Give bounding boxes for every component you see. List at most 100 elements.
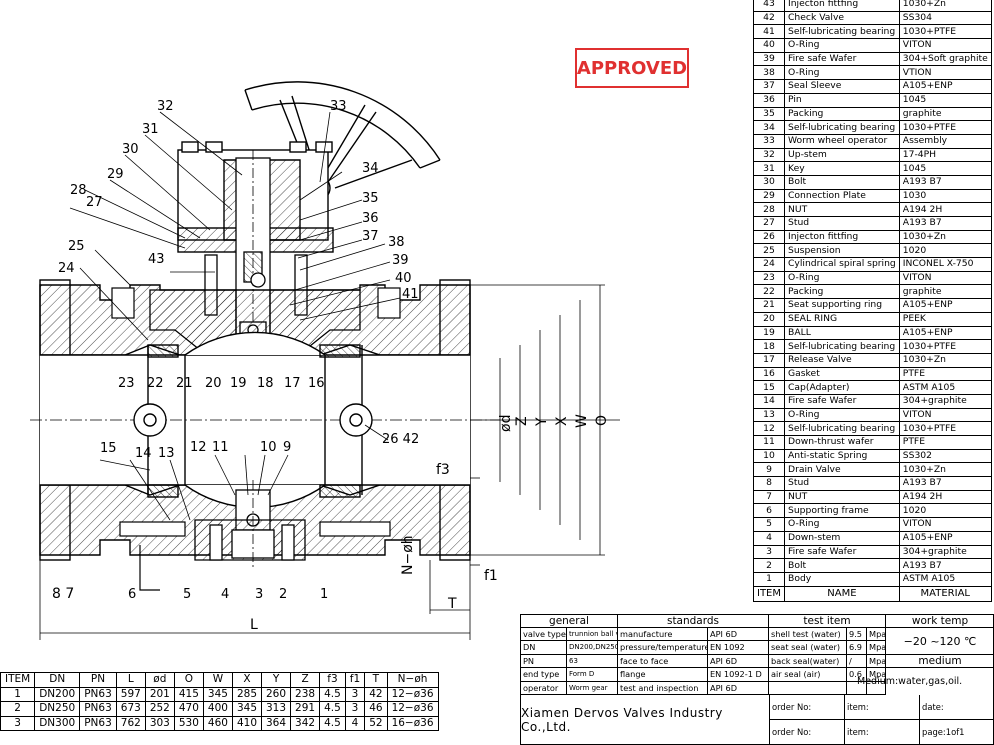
title-block: general standards test item work temp va…: [520, 614, 994, 745]
dim-cell: 597: [115, 686, 146, 702]
callout-33: 33: [330, 99, 347, 114]
parts-item-material: 1020: [898, 243, 992, 259]
parts-item-material: VTION: [898, 65, 992, 81]
dim-header-cell: ød: [144, 672, 175, 688]
down-stem: [194, 480, 306, 570]
parts-item-material: A193 B7: [898, 216, 992, 231]
dim-cell: 530: [173, 715, 204, 731]
parts-item-name: Injecton fittfing: [784, 0, 900, 12]
dim-cell: 1: [0, 686, 36, 702]
tb-field-v1: Form D: [567, 668, 618, 682]
parts-item-no: 21: [752, 298, 786, 313]
dim-cell: 42: [364, 686, 388, 702]
dim-Y: Y: [534, 417, 550, 427]
parts-header-name: NAME: [784, 585, 900, 602]
tb-field-v2: API 6D: [708, 654, 769, 669]
dim-cell: 260: [260, 686, 292, 702]
callout-11: 11: [212, 440, 229, 455]
parts-item-no: 23: [752, 270, 786, 286]
dim-cell: 410: [231, 715, 263, 731]
dim-cell: PN63: [79, 686, 117, 702]
callout-43: 43: [148, 252, 165, 267]
dim-cell: 4.5: [319, 715, 346, 731]
parts-item-material: PEEK: [898, 311, 992, 327]
dim-cell: 345: [202, 686, 233, 702]
parts-item-no: 25: [752, 243, 786, 259]
dim-cell: 673: [115, 701, 146, 717]
parts-item-name: Pin: [784, 92, 900, 108]
dim-header-cell: ITEM: [0, 672, 36, 688]
parts-item-material: SS302: [898, 448, 992, 464]
parts-item-material: 1030+PTFE: [898, 120, 992, 135]
parts-item-no: 34: [752, 120, 786, 135]
parts-item-no: 26: [752, 229, 786, 245]
callout-32: 32: [157, 99, 174, 114]
parts-item-material: 1030+Zn: [898, 352, 992, 368]
parts-item-material: A193 B7: [898, 558, 992, 573]
dim-header-cell: L: [115, 672, 146, 688]
parts-item-material: graphite: [898, 106, 992, 122]
tb-field-v3: [847, 681, 867, 695]
parts-item-material: A105+ENP: [898, 325, 992, 341]
parts-item-no: 8: [752, 476, 786, 491]
parts-item-no: 3: [752, 544, 786, 560]
parts-item-name: O-Ring: [784, 65, 900, 81]
tb-field-u3: Mpa: [867, 668, 886, 682]
parts-item-no: 28: [752, 202, 786, 217]
parts-item-material: VITON: [898, 407, 992, 423]
parts-item-material: ASTM A105: [898, 571, 992, 587]
parts-item-material: VITON: [898, 517, 992, 532]
parts-item-name: Fire safe Wafer: [784, 393, 900, 409]
callout-3: 3: [255, 587, 263, 602]
parts-item-material: 1030+PTFE: [898, 24, 992, 40]
dim-L: L: [250, 617, 258, 633]
parts-item-no: 33: [752, 133, 786, 149]
tb-field-k2: manufacture: [618, 628, 708, 642]
parts-item-no: 16: [752, 366, 786, 382]
callout-30: 30: [122, 142, 139, 157]
callout-6: 6: [128, 587, 136, 602]
dim-cell: PN63: [79, 715, 117, 731]
parts-item-name: O-Ring: [784, 38, 900, 53]
parts-item-name: Stud: [784, 216, 900, 231]
dim-cell: 2: [0, 701, 36, 717]
tb-field-k1: valve type: [521, 628, 567, 642]
dim-cell: 313: [260, 701, 292, 717]
tb-standards: standards: [618, 615, 769, 628]
parts-item-no: 15: [752, 380, 786, 395]
dim-cell: 12−ø36: [386, 701, 439, 717]
parts-item-no: 22: [752, 284, 786, 300]
parts-item-no: 36: [752, 92, 786, 108]
dim-f1: f1: [484, 568, 498, 584]
dim-cell: 3: [0, 715, 36, 731]
callout-5: 5: [183, 587, 191, 602]
parts-item-name: Drain Valve: [784, 462, 900, 478]
tb-field-v1: DN200,DN250,DN300: [567, 641, 618, 655]
parts-item-no: 35: [752, 106, 786, 122]
parts-item-no: 39: [752, 51, 786, 67]
parts-item-name: Body: [784, 571, 900, 587]
tb-field-v1: 63: [567, 654, 618, 669]
tb-field-v2: EN 1092: [708, 641, 769, 655]
tb-field-k2: pressure/temperature: [618, 641, 708, 655]
dim-header-cell: O: [173, 672, 204, 688]
parts-item-material: 1020: [898, 503, 992, 519]
parts-item-name: Self-lubricating bearing: [784, 339, 900, 354]
parts-item-no: 32: [752, 147, 786, 163]
tb-field-v1: Worm gear: [567, 681, 618, 695]
parts-item-material: A194 2H: [898, 489, 992, 505]
callout-9: 9: [283, 440, 291, 455]
parts-item-no: 19: [752, 325, 786, 341]
